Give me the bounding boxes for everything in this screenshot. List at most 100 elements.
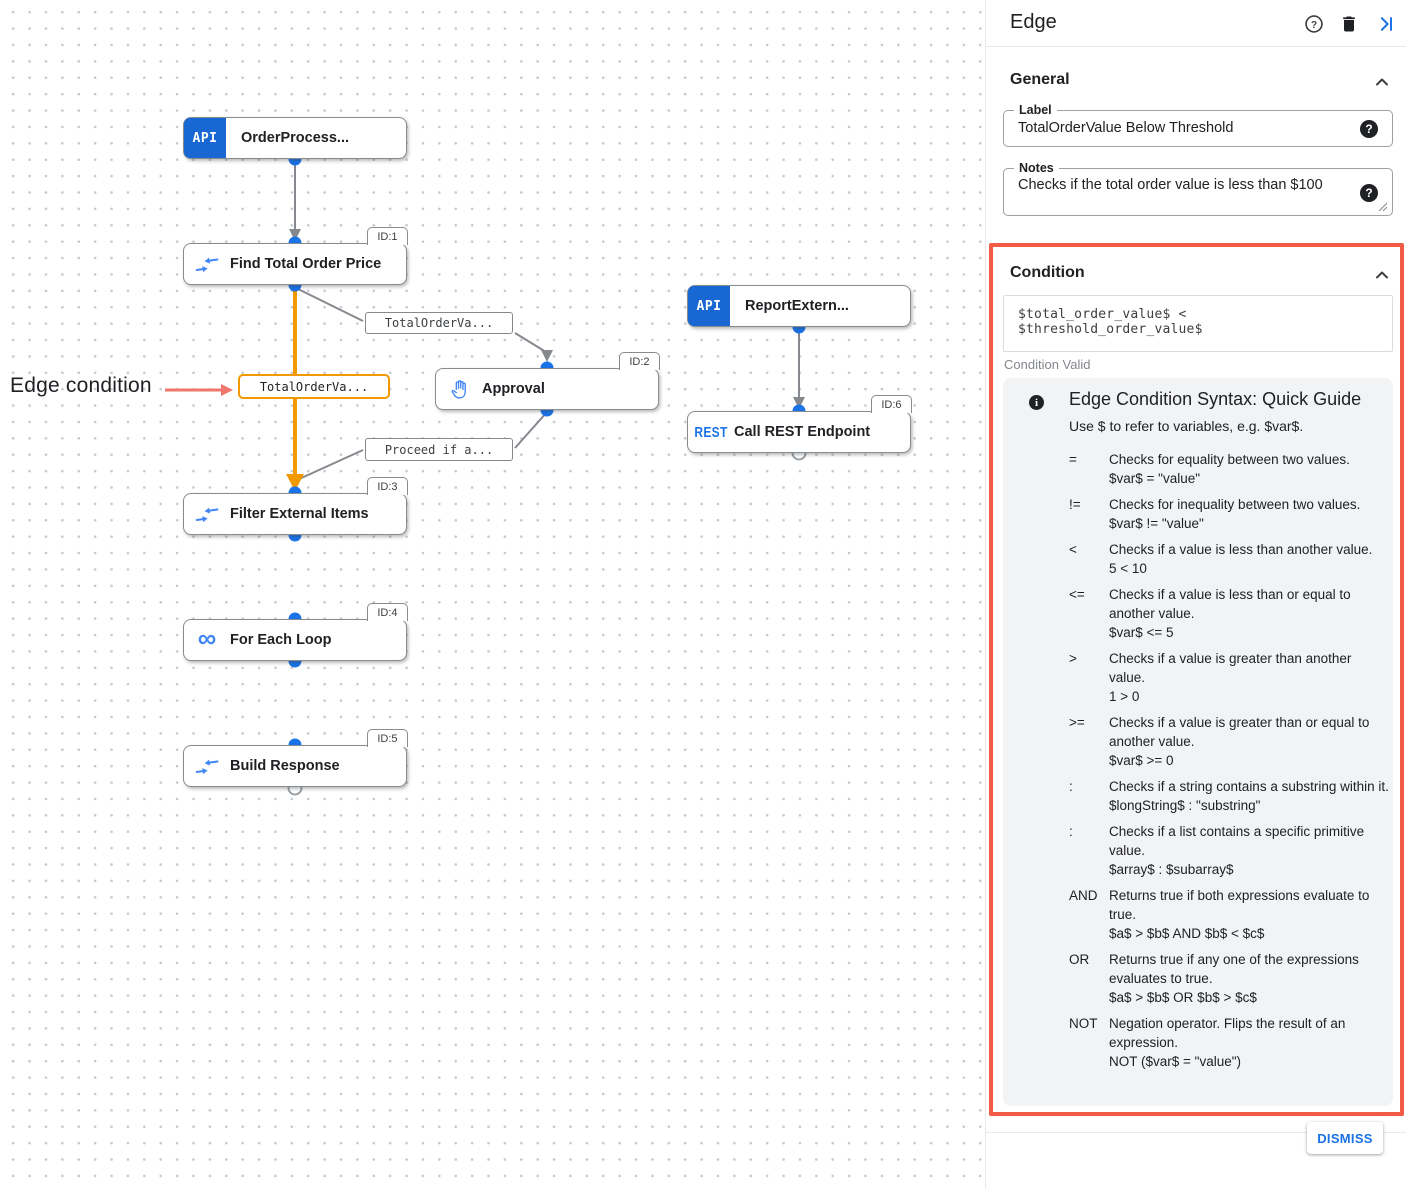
notes-field-value[interactable]: Checks if the total order value is less … (1018, 177, 1323, 193)
guide-description: Checks if a value is greater than anothe… (1109, 651, 1352, 685)
notes-field[interactable]: Notes Checks if the total order value is… (1003, 160, 1393, 216)
arrowhead-orange (286, 474, 304, 491)
guide-description: Checks if a value is less than or equal … (1109, 587, 1351, 621)
guide-description: Checks if a string contains a substring … (1109, 779, 1389, 794)
field-help-icon[interactable]: ? (1360, 120, 1378, 138)
guide-row-equals: = Checks for equality between two values… (1069, 450, 1391, 488)
guide-row-not: NOT Negation operator. Flips the result … (1069, 1014, 1391, 1071)
guide-example: 1 > 0 (1109, 689, 1140, 704)
node-title: Call REST Endpoint (734, 424, 871, 440)
node-id-badge: ID:3 (367, 477, 408, 495)
edge-approval-proceed-right[interactable] (514, 411, 548, 449)
node-for-each-loop[interactable]: ID:4 ∞ For Each Loop (183, 603, 408, 661)
guide-row-less-equal: <= Checks if a value is less than or equ… (1069, 585, 1391, 642)
panel-header: Edge ? (986, 0, 1406, 47)
label-field-value[interactable]: TotalOrderValue Below Threshold (1018, 120, 1234, 136)
node-call-rest-endpoint[interactable]: ID:6 REST Call REST Endpoint (687, 395, 912, 453)
data-mapping-icon (184, 758, 230, 775)
guide-operator: != (1069, 497, 1081, 512)
guide-row-less-than: < Checks if a value is less than another… (1069, 540, 1391, 578)
panel-title: Edge (1010, 11, 1057, 33)
guide-row-list-contains: : Checks if a list contains a specific p… (1069, 822, 1391, 879)
rest-task-icon: REST (688, 423, 734, 441)
api-icon-label: API (192, 130, 218, 146)
guide-example: $var$ = "value" (1109, 471, 1201, 486)
node-id-badge: ID:4 (367, 603, 408, 621)
rest-icon-label: REST (694, 423, 728, 441)
guide-operator: : (1069, 779, 1073, 794)
condition-expression-input[interactable]: $total_order_value$ < $threshold_order_v… (1003, 295, 1393, 352)
guide-description: Checks for equality between two values. (1109, 452, 1350, 467)
guide-operator: AND (1069, 888, 1098, 903)
api-icon-label: API (696, 298, 722, 314)
guide-description: Checks if a value is greater than or equ… (1109, 715, 1370, 749)
guide-description: Checks if a list contains a specific pri… (1109, 824, 1365, 858)
flow-edges-layer (286, 152, 807, 796)
guide-title: Edge Condition Syntax: Quick Guide (1069, 389, 1362, 409)
edge-findtotal-approval-left[interactable] (295, 287, 364, 322)
node-id-badge: ID:6 (871, 395, 912, 413)
dismiss-button[interactable]: DISMISS (1307, 1122, 1383, 1154)
node-find-total-order-price[interactable]: ID:1 Find Total Order Price (183, 227, 408, 285)
annotation-arrow-icon (165, 384, 233, 396)
info-icon: i (1029, 395, 1044, 410)
guide-example: $a$ > $b$ AND $b$ < $c$ (1109, 926, 1265, 941)
guide-row-and: AND Returns true if both expressions eva… (1069, 886, 1391, 943)
textarea-resize-handle[interactable] (1378, 202, 1387, 211)
guide-row-substring: : Checks if a string contains a substrin… (1069, 777, 1391, 815)
flow-canvas[interactable]: API OrderProcess... ID:1 Find Total Orde… (0, 0, 985, 1189)
edge-findtotal-approval-right[interactable] (514, 332, 547, 353)
edge-condition-annotation: Edge condition (10, 374, 152, 397)
guide-operator: > (1069, 651, 1077, 666)
node-reportextern[interactable]: API ReportExtern... (687, 285, 911, 327)
label-field[interactable]: Label TotalOrderValue Below Threshold ? (1003, 102, 1393, 147)
guide-row-greater-equal: >= Checks if a value is greater than or … (1069, 713, 1391, 770)
guide-operator: >= (1069, 715, 1085, 730)
general-section-heading: General (1010, 71, 1070, 88)
guide-description: Negation operator. Flips the result of a… (1109, 1016, 1346, 1050)
guide-row-not-equals: != Checks for inequality between two val… (1069, 495, 1391, 533)
edge-label-proceed-if[interactable]: Proceed if a... (365, 438, 513, 461)
condition-section-heading: Condition (1010, 264, 1085, 281)
collapse-general-chevron-icon[interactable] (1374, 74, 1390, 90)
edge-label-totalordervalue-approval[interactable]: TotalOrderVa... (365, 312, 513, 334)
guide-description: Returns true if any one of the expressio… (1109, 952, 1359, 986)
node-id-badge: ID:1 (367, 227, 408, 245)
guide-operator-list: = Checks for equality between two values… (1069, 450, 1391, 1071)
guide-example: $array$ : $subarray$ (1109, 862, 1234, 877)
edge-properties-panel: Edge ? General Label TotalOrderValue Bel… (985, 0, 1406, 1189)
guide-example: $var$ >= 0 (1109, 753, 1174, 768)
edge-label-totalordervalue-selected[interactable]: TotalOrderVa... (238, 374, 390, 399)
guide-example: 5 < 10 (1109, 561, 1147, 576)
node-id-badge: ID:2 (619, 352, 660, 370)
loop-icon: ∞ (184, 625, 230, 651)
help-icon[interactable]: ? (1304, 14, 1324, 34)
collapse-panel-icon[interactable] (1376, 14, 1396, 34)
guide-example: $longString$ : "substring" (1109, 798, 1261, 813)
guide-operator: : (1069, 824, 1073, 839)
guide-example: $var$ <= 5 (1109, 625, 1174, 640)
node-orderprocess[interactable]: API OrderProcess... (183, 117, 407, 159)
condition-highlight-outline (989, 243, 1404, 1116)
guide-operator: <= (1069, 587, 1085, 602)
field-help-icon[interactable]: ? (1360, 184, 1378, 202)
guide-description: Checks if a value is less than another v… (1109, 542, 1373, 557)
panel-footer-divider (986, 1132, 1406, 1133)
node-title: OrderProcess... (241, 130, 349, 146)
guide-operator: < (1069, 542, 1077, 557)
node-id-badge: ID:5 (367, 729, 408, 747)
node-title: Find Total Order Price (230, 256, 382, 272)
guide-operator: OR (1069, 952, 1090, 967)
delete-icon[interactable] (1339, 14, 1359, 34)
node-filter-external-items[interactable]: ID:3 Filter External Items (183, 477, 408, 535)
hand-approval-icon (436, 379, 482, 400)
node-build-response[interactable]: ID:5 Build Response (183, 729, 408, 787)
collapse-condition-chevron-icon[interactable] (1374, 267, 1390, 283)
arrowhead-gray (289, 229, 301, 241)
condition-valid-status: Condition Valid (1004, 357, 1091, 372)
node-approval[interactable]: ID:2 Approval (435, 352, 660, 410)
node-title: Approval (482, 381, 545, 397)
edge-approval-proceed-left[interactable] (296, 449, 364, 481)
guide-intro: Use $ to refer to variables, e.g. $var$. (1069, 418, 1304, 434)
arrowhead-gray (793, 397, 805, 409)
